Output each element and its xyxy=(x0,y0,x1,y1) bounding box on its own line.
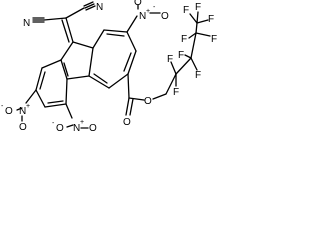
charge-minus: - xyxy=(153,4,156,11)
bond xyxy=(65,17,74,43)
atom-label-f: F xyxy=(211,34,217,45)
charge-plus: + xyxy=(146,8,150,15)
bond xyxy=(184,54,192,59)
double-bond-line xyxy=(61,19,70,43)
bond xyxy=(126,15,138,33)
atom-label-f: F xyxy=(173,87,179,98)
bond xyxy=(196,19,209,24)
atom-label-o: O xyxy=(144,96,152,107)
triple-bond-line xyxy=(85,5,96,11)
atom-label-n: N xyxy=(19,106,26,117)
charge-minus: - xyxy=(1,103,4,110)
chemical-structure: N N N + O - O N + O - O N + O - O O O F … xyxy=(1,0,217,134)
double-bond-line xyxy=(123,52,132,72)
bond xyxy=(65,7,85,19)
atom-label-n: N xyxy=(139,11,146,22)
bond xyxy=(175,57,192,75)
atom-label-o: O xyxy=(134,0,142,8)
bond xyxy=(190,57,198,71)
bond xyxy=(196,11,199,24)
bond xyxy=(127,73,130,99)
charge-plus: + xyxy=(80,119,84,126)
bond xyxy=(88,75,110,89)
bond xyxy=(165,73,177,95)
bond xyxy=(88,47,94,77)
double-bond-line xyxy=(39,71,46,90)
bonds xyxy=(16,1,211,129)
bond xyxy=(92,29,105,49)
bond xyxy=(65,103,73,119)
bond xyxy=(66,75,90,80)
atom-label-f: F xyxy=(178,50,184,61)
bond xyxy=(35,67,43,91)
bond xyxy=(25,89,37,104)
bond xyxy=(152,93,167,100)
bond xyxy=(128,97,145,101)
atom-label-o: O xyxy=(123,117,131,128)
bond xyxy=(188,32,197,39)
bond xyxy=(189,13,198,24)
atom-label-o: O xyxy=(161,11,169,22)
bond xyxy=(72,41,94,49)
atom-label-n: N xyxy=(23,18,30,29)
bond xyxy=(44,103,67,108)
bond xyxy=(195,32,211,37)
bond xyxy=(66,124,74,128)
charge-plus: + xyxy=(26,103,30,110)
atom-label-n: N xyxy=(96,2,103,13)
atom-label-f: F xyxy=(183,5,189,16)
bond xyxy=(170,61,177,75)
bond xyxy=(126,31,137,52)
bond xyxy=(41,59,62,69)
atom-label-o: O xyxy=(5,106,13,117)
triple-bond-line xyxy=(84,3,95,9)
atom-label-f: F xyxy=(181,34,187,45)
bond xyxy=(125,97,130,116)
atom-label-f: F xyxy=(195,70,201,81)
atom-label-n: N xyxy=(73,123,80,134)
bond xyxy=(60,59,68,80)
bond xyxy=(190,32,197,59)
bond xyxy=(195,22,198,34)
bond xyxy=(103,29,128,33)
atom-label-o: O xyxy=(19,122,27,133)
atom-labels: N N N + O - O N + O - O N + O - O O O F … xyxy=(1,0,217,134)
bond xyxy=(35,89,46,108)
double-bond-line xyxy=(93,73,108,84)
atom-label-f: F xyxy=(167,54,173,65)
atom-label-f: F xyxy=(195,2,201,13)
triple-bond-line xyxy=(83,1,94,7)
bond xyxy=(108,73,129,89)
bond xyxy=(127,50,137,75)
double-bond-line xyxy=(47,100,64,104)
charge-minus: - xyxy=(52,120,55,127)
atom-label-o: O xyxy=(89,123,97,134)
bond xyxy=(43,17,67,21)
bond xyxy=(16,107,23,111)
atom-label-o: O xyxy=(56,123,64,134)
double-bond-line xyxy=(63,62,69,77)
bond xyxy=(65,78,68,105)
double-bond-line xyxy=(129,98,134,116)
double-bond-line xyxy=(106,33,125,37)
atom-label-f: F xyxy=(208,14,214,25)
bond xyxy=(60,41,74,61)
